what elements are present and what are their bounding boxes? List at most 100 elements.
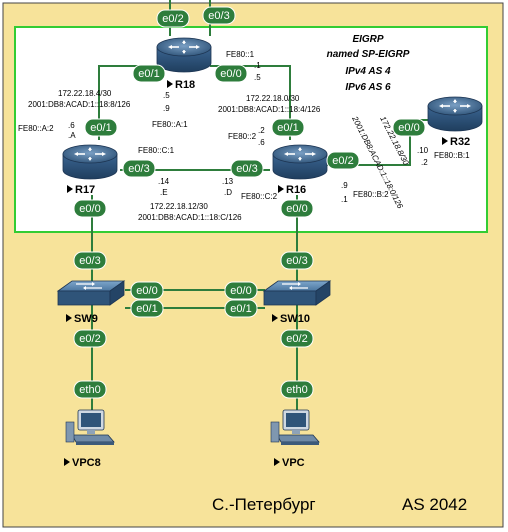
r16-r17-link-local: FE80::C:2 <box>241 192 278 201</box>
port-r32-e00[interactable]: e0/0 <box>392 118 426 137</box>
svg-text:e0/2: e0/2 <box>162 13 183 25</box>
sw10-name: SW10 <box>280 313 310 325</box>
city-label: С.-Петербург <box>212 495 316 514</box>
play-arrow-icon <box>67 185 73 193</box>
port-sw9-e00[interactable]: e0/0 <box>130 281 164 300</box>
as-number-label: AS 2042 <box>402 495 467 514</box>
r17-host-b: .A <box>68 131 76 140</box>
eigrp-name: named SP-EIGRP <box>327 49 410 60</box>
r17-host-a: .6 <box>68 121 75 130</box>
r18-r17-host-a: .5 <box>163 91 170 100</box>
switch-sw9[interactable] <box>57 280 125 306</box>
vpc-name: VPC <box>282 457 305 469</box>
r17-link-local: FE80::A:2 <box>18 124 54 133</box>
port-r16-e01[interactable]: e0/1 <box>271 118 305 137</box>
r17-r18-net-ipv6: 2001:DB8:ACAD:1::18:8/126 <box>28 100 131 109</box>
svg-text:e0/1: e0/1 <box>277 122 298 134</box>
sw9-name: SW9 <box>74 313 98 325</box>
svg-text:e0/2: e0/2 <box>286 333 307 345</box>
port-sw10-e03[interactable]: e0/3 <box>280 251 314 270</box>
r32-link-local: FE80::B:1 <box>434 151 470 160</box>
port-vpc8-eth0[interactable]: eth0 <box>73 380 107 399</box>
router-r17[interactable] <box>62 144 118 180</box>
svg-text:e0/3: e0/3 <box>79 255 100 267</box>
port-sw10-e02[interactable]: e0/2 <box>280 329 314 348</box>
r17-r18-net-ipv4: 172.22.18.4/30 <box>58 89 112 98</box>
r18-r16-host-b: .5 <box>254 73 261 82</box>
svg-text:eth0: eth0 <box>286 384 307 396</box>
svg-text:e0/3: e0/3 <box>286 255 307 267</box>
svg-text:e0/3: e0/3 <box>236 163 257 175</box>
r16-r17-host-a: .13 <box>222 177 234 186</box>
r32-host-b: .2 <box>421 158 428 167</box>
r16-name: R16 <box>286 184 306 196</box>
play-arrow-icon <box>278 185 284 193</box>
play-arrow-icon <box>272 314 278 322</box>
play-arrow-icon <box>64 458 70 466</box>
vpc8-name: VPC8 <box>72 457 101 469</box>
port-sw9-e03[interactable]: e0/3 <box>73 251 107 270</box>
port-r18-e00[interactable]: e0/0 <box>214 64 248 83</box>
svg-text:e0/0: e0/0 <box>220 68 241 80</box>
r16-host-b: .6 <box>258 138 265 147</box>
port-vpc-eth0[interactable]: eth0 <box>280 380 314 399</box>
r18-link-local: FE80::1 <box>226 50 255 59</box>
r18-name: R18 <box>175 79 195 91</box>
play-arrow-icon <box>274 458 280 466</box>
r17-r16-host-b: .E <box>160 188 168 197</box>
port-r16-e03[interactable]: e0/3 <box>230 159 264 178</box>
r18-r16-host-a: .1 <box>254 61 261 70</box>
port-sw9-e02[interactable]: e0/2 <box>73 329 107 348</box>
play-arrow-icon <box>442 137 448 145</box>
r16-link-local-r18: FE80::2 <box>228 132 257 141</box>
r16-r32-host-b: .1 <box>341 195 348 204</box>
svg-text:e0/0: e0/0 <box>79 203 100 215</box>
svg-text:e0/0: e0/0 <box>230 285 251 297</box>
svg-text:e0/3: e0/3 <box>128 163 149 175</box>
r18-link-local-r17: FE80::A:1 <box>152 120 188 129</box>
play-arrow-icon <box>167 80 173 88</box>
r17-r16-host-a: .14 <box>158 177 170 186</box>
eigrp-title: EIGRP <box>352 34 383 45</box>
router-r18[interactable] <box>156 37 212 73</box>
svg-text:e0/2: e0/2 <box>332 155 353 167</box>
svg-text:e0/1: e0/1 <box>136 303 157 315</box>
svg-text:e0/2: e0/2 <box>79 333 100 345</box>
port-r16-e00[interactable]: e0/0 <box>280 199 314 218</box>
port-sw10-e01[interactable]: e0/1 <box>224 299 258 318</box>
svg-text:e0/3: e0/3 <box>208 10 229 22</box>
eigrp-ipv4-as: IPv4 AS 4 <box>345 66 391 77</box>
svg-text:e0/1: e0/1 <box>138 68 159 80</box>
r17-r16-net-ipv4: 172.22.18.12/30 <box>150 202 208 211</box>
svg-text:e0/0: e0/0 <box>286 203 307 215</box>
eigrp-ipv6-as: IPv6 AS 6 <box>345 82 391 93</box>
r17-name: R17 <box>75 184 95 196</box>
port-r18-e02-top[interactable]: e0/2 <box>156 9 190 28</box>
port-r16-e02[interactable]: e0/2 <box>326 151 360 170</box>
svg-text:e0/1: e0/1 <box>230 303 251 315</box>
port-r18-e03-top[interactable]: e0/3 <box>202 6 236 25</box>
r18-r16-net-ipv4: 172.22.18.0/30 <box>246 94 300 103</box>
r32-host-a: .10 <box>417 146 429 155</box>
device-arrow-icons <box>64 80 448 466</box>
port-r18-e01[interactable]: e0/1 <box>132 64 166 83</box>
router-r16[interactable] <box>272 144 328 180</box>
r16-r17-host-b: .D <box>224 188 232 197</box>
r18-r16-net-ipv6: 2001:DB8:ACAD:1::18:4/126 <box>218 105 321 114</box>
switch-sw10[interactable] <box>263 280 331 306</box>
port-r17-e00[interactable]: e0/0 <box>73 199 107 218</box>
r17-r16-net-ipv6: 2001:DB8:ACAD:1::18:C/126 <box>138 213 242 222</box>
r16-r32-link-local: FE80::B:2 <box>353 190 389 199</box>
port-sw9-e01[interactable]: e0/1 <box>130 299 164 318</box>
r16-host-a: .2 <box>258 126 265 135</box>
r18-r17-host-b: .9 <box>163 104 170 113</box>
port-r17-e03[interactable]: e0/3 <box>122 159 156 178</box>
r16-r32-host-a: .9 <box>341 181 348 190</box>
port-r17-e01[interactable]: e0/1 <box>84 118 118 137</box>
svg-text:e0/0: e0/0 <box>398 122 419 134</box>
port-sw10-e00[interactable]: e0/0 <box>224 281 258 300</box>
router-r32[interactable] <box>427 96 483 132</box>
r17-r16-link-local: FE80::C:1 <box>138 146 175 155</box>
r32-name: R32 <box>450 136 470 148</box>
